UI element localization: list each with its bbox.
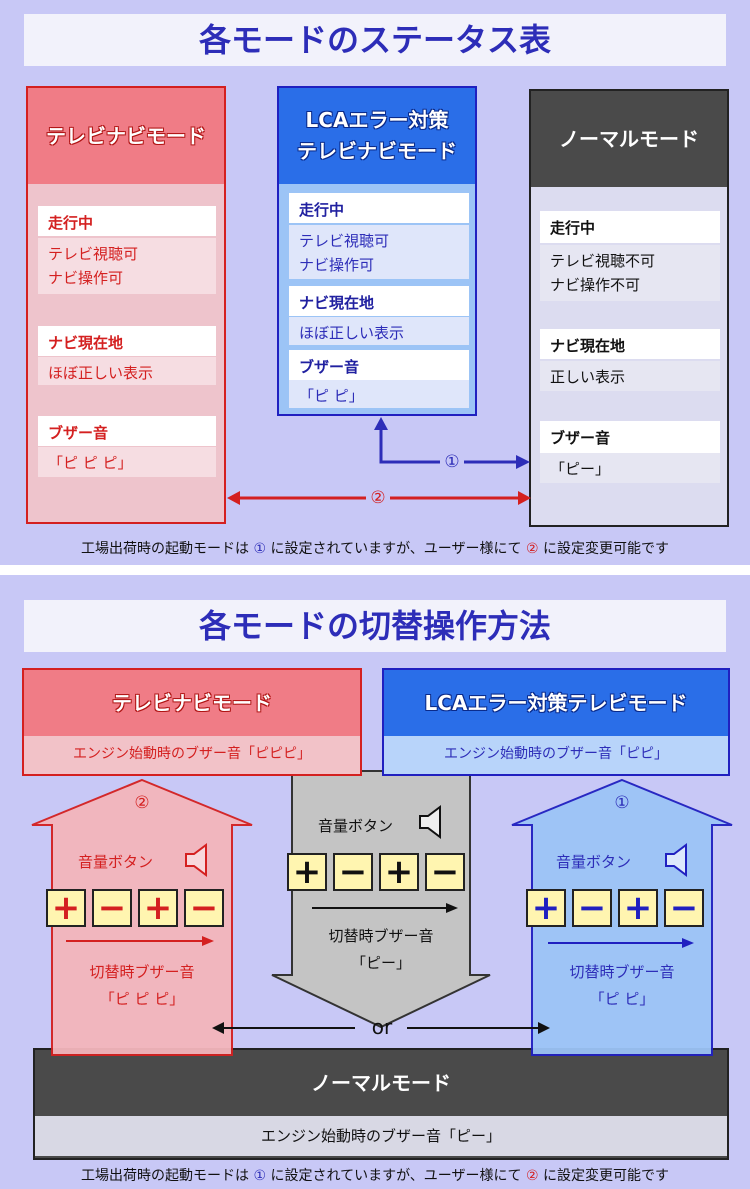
tv-nav-driving-value-2: ナビ操作可 xyxy=(48,269,124,287)
lca-buzzer-label: ブザー音 xyxy=(289,350,469,380)
volume-minus-button[interactable]: − xyxy=(664,889,704,927)
tv-nav-switch-sub: エンジン始動時のブザー音「ピピピ」 xyxy=(73,746,311,762)
normal-driving-value-1: テレビ視聴不可 xyxy=(550,252,656,270)
normal-driving-label: 走行中 xyxy=(540,211,720,243)
lca-driving-value-1: テレビ視聴可 xyxy=(299,232,390,250)
switch-method-note: 工場出荷時の起動モードは ① に設定されていますが、ユーザー様にて ② に設定変… xyxy=(0,1165,750,1185)
switch-method-title: 各モードの切替操作方法 xyxy=(24,600,726,652)
normal-mode-base-sub: エンジン始動時のブザー音「ピー」 xyxy=(35,1116,727,1156)
tv-nav-driving-value: テレビ視聴可 ナビ操作可 xyxy=(38,238,216,294)
section-divider xyxy=(0,565,750,575)
lca-driving-label: 走行中 xyxy=(289,193,469,223)
lca-switch-sub: エンジン始動時のブザー音「ピピ」 xyxy=(444,746,668,762)
tv-nav-switch-number: ② xyxy=(134,793,150,813)
center-volume-buttons: + − + − xyxy=(287,853,471,891)
lca-switch-label: 切替時ブザー音 xyxy=(569,963,675,981)
or-label: or xyxy=(371,1015,393,1039)
note-number-2: ② xyxy=(525,1168,539,1184)
volume-plus-button[interactable]: + xyxy=(287,853,327,891)
center-volume-label: 音量ボタン xyxy=(318,817,394,835)
normal-buzzer-label: ブザー音 xyxy=(540,421,720,453)
note-number-2: ② xyxy=(525,541,539,557)
blue-progress-arrow xyxy=(548,938,694,948)
tv-nav-switch-box: テレビナビモード エンジン始動時のブザー音「ピピピ」 xyxy=(22,668,362,776)
speaker-icon xyxy=(419,805,441,839)
volume-plus-button[interactable]: + xyxy=(618,889,658,927)
tv-nav-volume-buttons: + − + − xyxy=(46,889,230,927)
lca-mode-header-line1: LCAエラー対策 xyxy=(305,108,449,132)
or-arrow xyxy=(212,1022,550,1034)
arrow-1-number: ① xyxy=(440,452,464,474)
status-table-section: 各モードのステータス表 テレビナビモード 走行中 テレビ視聴可 ナビ操作可 ナビ… xyxy=(0,0,750,565)
lca-switch-value: 「ピ ピ」 xyxy=(589,990,655,1008)
lca-mode-column: LCAエラー対策 テレビナビモード 走行中 テレビ視聴可 ナビ操作可 ナビ現在地… xyxy=(277,86,477,416)
center-switch-label: 切替時ブザー音 xyxy=(328,927,434,945)
tv-nav-switch-label: 切替時ブザー音 xyxy=(89,963,195,981)
note-part-a: 工場出荷時の起動モードは xyxy=(81,541,250,557)
volume-plus-button[interactable]: + xyxy=(46,889,86,927)
tv-nav-mode-column: テレビナビモード 走行中 テレビ視聴可 ナビ操作可 ナビ現在地 ほぼ正しい表示 … xyxy=(26,86,226,524)
tv-nav-mode-header: テレビナビモード xyxy=(28,88,224,184)
tv-nav-switch-value: 「ピ ピ ピ」 xyxy=(99,990,185,1008)
note-number-1: ① xyxy=(253,1168,267,1184)
volume-minus-button[interactable]: − xyxy=(572,889,612,927)
center-switch-value: 「ピー」 xyxy=(350,954,411,972)
volume-plus-button[interactable]: + xyxy=(138,889,178,927)
lca-volume-label: 音量ボタン xyxy=(556,853,632,871)
tv-nav-location-label: ナビ現在地 xyxy=(38,326,216,356)
note-part-c: に設定変更可能です xyxy=(542,541,669,557)
lca-volume-buttons: + − + − xyxy=(526,889,710,927)
center-progress-arrow xyxy=(312,903,458,913)
lca-switch-number: ① xyxy=(614,793,630,813)
speaker-icon xyxy=(185,843,207,877)
volume-minus-button[interactable]: − xyxy=(425,853,465,891)
normal-driving-value-2: ナビ操作不可 xyxy=(550,276,641,294)
arrow-2-number: ② xyxy=(366,488,390,510)
tv-nav-driving-label: 走行中 xyxy=(38,206,216,236)
normal-mode-header: ノーマルモード xyxy=(531,91,727,187)
normal-driving-value: テレビ視聴不可 ナビ操作不可 xyxy=(540,245,720,301)
tv-nav-buzzer-label: ブザー音 xyxy=(38,416,216,446)
switch-method-section: 各モードの切替操作方法 ノーマルモード エンジン始動時のブザー音「ピー」 xyxy=(0,575,750,1189)
speaker-icon xyxy=(665,843,687,877)
normal-location-value: 正しい表示 xyxy=(540,361,720,391)
tv-nav-switch-header: テレビナビモード xyxy=(24,670,360,736)
note-part-a: 工場出荷時の起動モードは xyxy=(81,1168,250,1184)
normal-mode-base-header: ノーマルモード xyxy=(311,1070,451,1095)
status-table-title: 各モードのステータス表 xyxy=(24,14,726,66)
lca-switch-header: LCAエラー対策テレビモード xyxy=(384,670,728,736)
lca-driving-value-2: ナビ操作可 xyxy=(299,256,375,274)
tv-nav-driving-value-1: テレビ視聴可 xyxy=(48,245,139,263)
note-part-b: に設定されていますが、ユーザー様にて xyxy=(270,1168,522,1184)
arrow-1-blue xyxy=(374,417,530,469)
lca-mode-header-line2: テレビナビモード xyxy=(297,139,457,163)
lca-driving-value: テレビ視聴可 ナビ操作可 xyxy=(289,225,469,279)
note-part-c: に設定変更可能です xyxy=(542,1168,669,1184)
status-table-note: 工場出荷時の起動モードは ① に設定されていますが、ユーザー様にて ② に設定変… xyxy=(0,538,750,558)
lca-switch-box: LCAエラー対策テレビモード エンジン始動時のブザー音「ピピ」 xyxy=(382,668,730,776)
volume-plus-button[interactable]: + xyxy=(379,853,419,891)
note-number-1: ① xyxy=(253,541,267,557)
volume-minus-button[interactable]: − xyxy=(333,853,373,891)
lca-mode-header: LCAエラー対策 テレビナビモード xyxy=(279,88,475,184)
note-part-b: に設定されていますが、ユーザー様にて xyxy=(270,541,522,557)
tv-nav-volume-label: 音量ボタン xyxy=(78,853,154,871)
normal-buzzer-value: 「ピー」 xyxy=(540,453,720,483)
tv-nav-location-value: ほぼ正しい表示 xyxy=(38,357,216,385)
normal-mode-column: ノーマルモード 走行中 テレビ視聴不可 ナビ操作不可 ナビ現在地 正しい表示 ブ… xyxy=(529,89,729,527)
lca-buzzer-value: 「ピ ピ」 xyxy=(289,380,469,408)
volume-minus-button[interactable]: − xyxy=(92,889,132,927)
gray-down-arrow xyxy=(271,770,491,1029)
normal-mode-base: ノーマルモード エンジン始動時のブザー音「ピー」 xyxy=(33,1048,729,1160)
volume-minus-button[interactable]: − xyxy=(184,889,224,927)
red-progress-arrow xyxy=(66,936,214,946)
lca-location-label: ナビ現在地 xyxy=(289,286,469,316)
mode-arrows xyxy=(227,417,531,505)
volume-plus-button[interactable]: + xyxy=(526,889,566,927)
tv-nav-buzzer-value: 「ピ ピ ピ」 xyxy=(38,447,216,477)
lca-location-value: ほぼ正しい表示 xyxy=(289,317,469,345)
normal-location-label: ナビ現在地 xyxy=(540,329,720,359)
